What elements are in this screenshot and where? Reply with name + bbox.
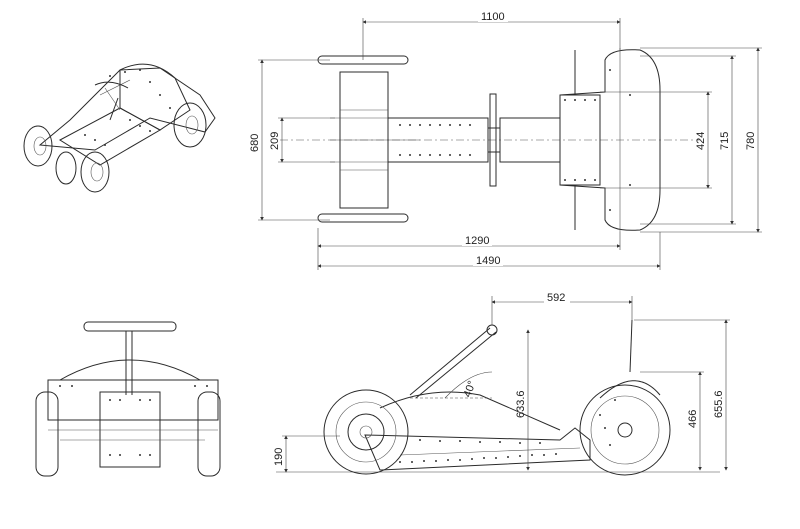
- dim-780-label: 780: [745, 132, 757, 150]
- side-front-wheel: [323, 389, 409, 475]
- side-rear-wheel: [579, 384, 671, 476]
- dim-209-label: 209: [269, 132, 281, 150]
- dim-1100-label: 1100: [481, 11, 505, 23]
- dim-592-label: 592: [547, 292, 565, 304]
- side-view: 592 40° 633.6 466 655.6 190: [273, 291, 730, 476]
- iso-wheel-rear: [173, 102, 207, 148]
- dim-680-label: 680: [249, 134, 261, 152]
- dim-633-label: 633.6: [515, 390, 527, 418]
- dim-angle-label: 40°: [462, 379, 479, 399]
- front-view: [35, 321, 221, 477]
- iso-wheel-front-left: [23, 125, 53, 167]
- dim-715-label: 715: [719, 132, 731, 150]
- dim-1290-label: 1290: [465, 235, 489, 247]
- front-wheel-right: [197, 391, 221, 477]
- dim-1490-label: 1490: [476, 255, 500, 267]
- dim-466-label: 466: [687, 410, 699, 428]
- top-view: 1100 1290 1490 680 209 424 715: [249, 10, 762, 270]
- isometric-view: [23, 63, 216, 193]
- iso-wheel-front-right: [80, 151, 110, 193]
- dim-190-label: 190: [273, 448, 285, 466]
- dim-655-label: 655.6: [713, 390, 725, 418]
- iso-wheel-back: [55, 151, 77, 185]
- front-wheel-left: [35, 391, 59, 477]
- dim-424-label: 424: [695, 132, 707, 150]
